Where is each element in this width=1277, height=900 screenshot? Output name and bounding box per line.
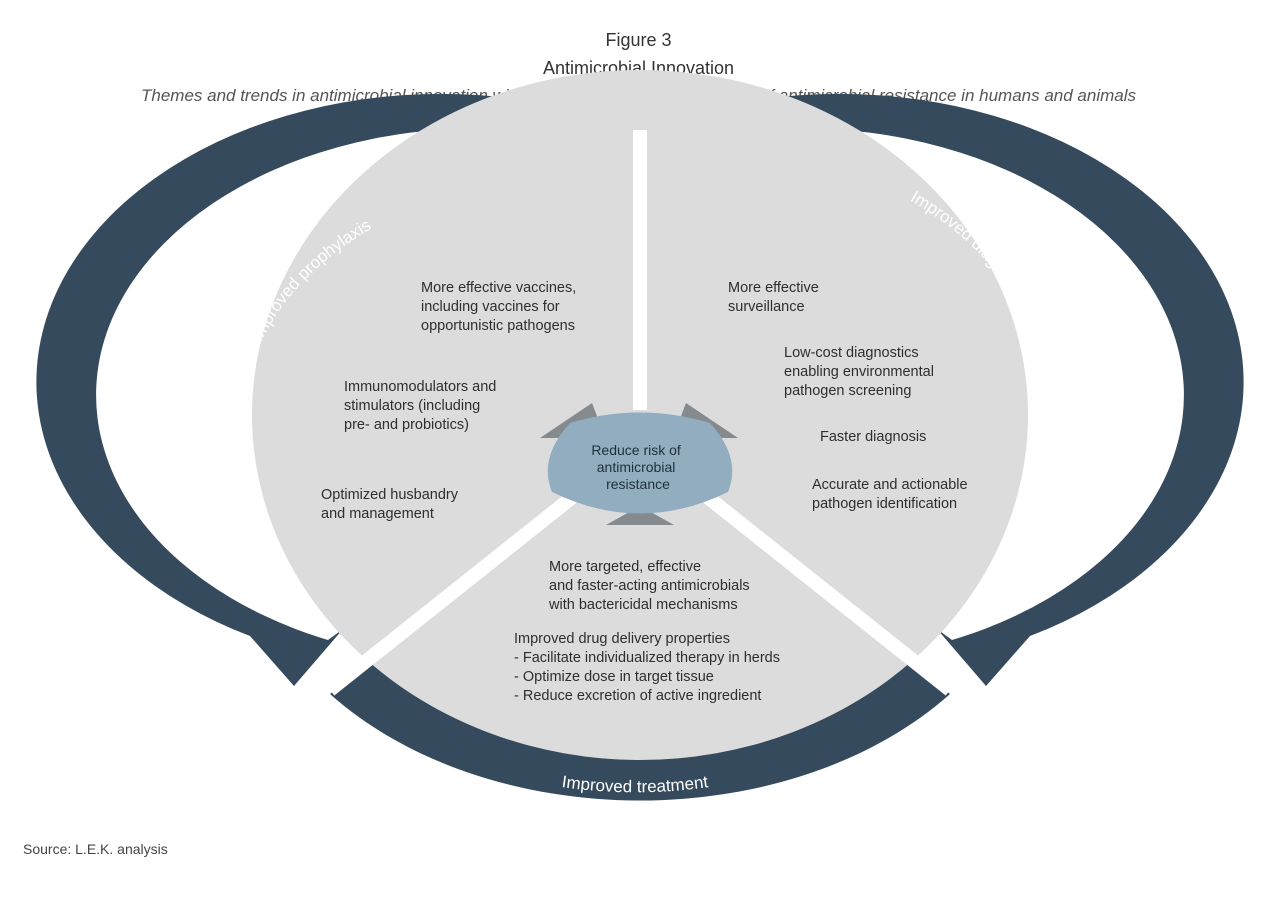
prophylaxis-item: Immunomodulators and stimulators (includ… (344, 379, 500, 433)
outer-ring (36, 93, 1244, 801)
center-line: antimicrobial (597, 459, 676, 475)
chevron-bottom-icon (606, 506, 674, 525)
prophylaxis-item: Optimized husbandry and management (321, 487, 462, 522)
ring-arc-treatment (330, 660, 950, 801)
center-shape (547, 412, 733, 514)
center-node: Reduce risk of antimicrobial resistance (547, 412, 733, 514)
separators (325, 130, 955, 696)
center-line: Reduce risk of (591, 442, 681, 458)
center-line: resistance (606, 476, 670, 492)
diagnosis-item: Faster diagnosis (820, 429, 926, 445)
figure-label: Figure 3 (605, 30, 672, 50)
center-text: Reduce risk of antimicrobial resistance (591, 442, 684, 492)
diagnosis-item: Low-cost diagnostics enabling environmen… (784, 345, 938, 399)
treatment-item: Improved drug delivery properties - Faci… (514, 631, 784, 704)
treatment-item: More targeted, effective and faster-acti… (548, 559, 754, 613)
separator-right (700, 489, 955, 696)
separator-left (325, 489, 580, 696)
diagnosis-item: Accurate and actionable pathogen identif… (812, 477, 972, 512)
source-note: Source: L.E.K. analysis (23, 841, 168, 857)
prophylaxis-item: More effective vaccines, including vacci… (421, 280, 580, 334)
diagnosis-item: More effective surveillance (728, 280, 823, 315)
